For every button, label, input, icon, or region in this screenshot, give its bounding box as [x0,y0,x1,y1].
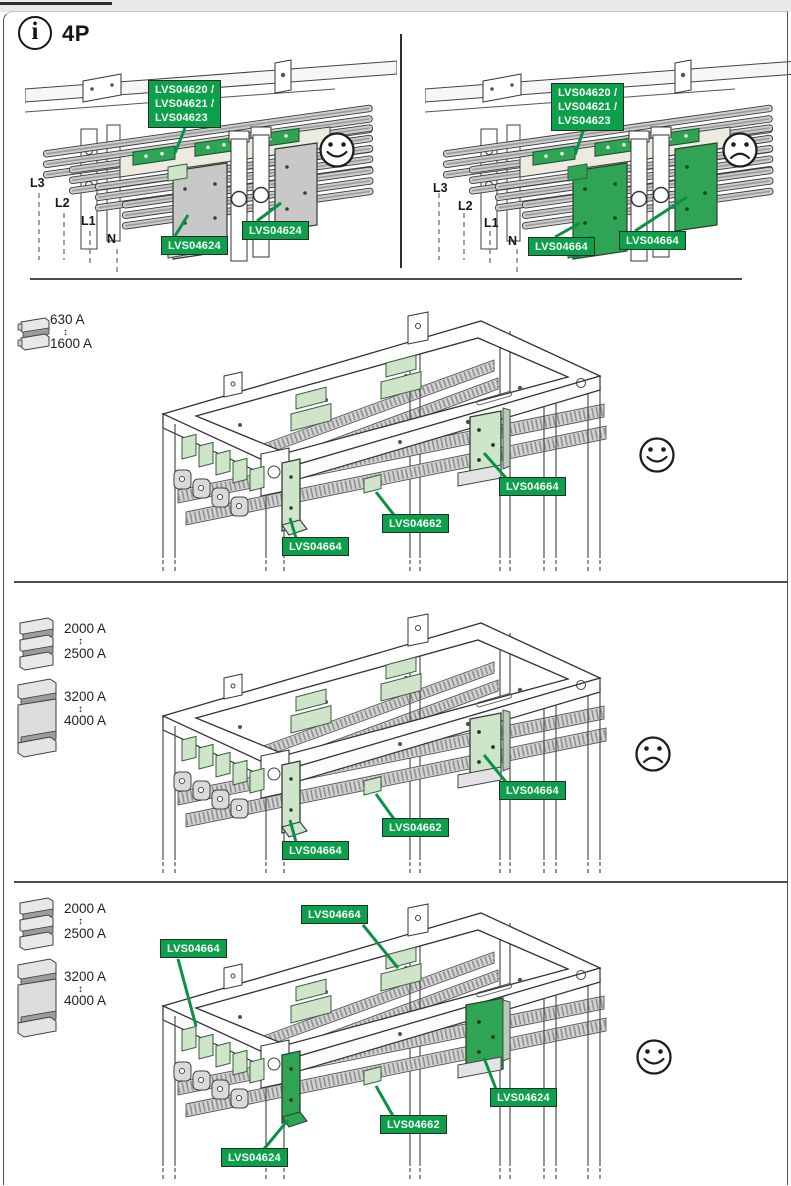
busbar-profile-icon [16,310,54,365]
callout-lvs04662-middle: LVS04662 [382,818,449,838]
range-arrow-icon: ↕ [63,327,68,338]
callout-line: LVS04621 / [155,97,215,110]
page-title: 4P [62,21,90,46]
range-arrow-icon: ↕ [78,984,83,995]
callout-support-group-left: LVS04620 / LVS04621 / LVS04623 [148,80,222,128]
phase-label-l1: L1 [484,216,499,230]
smiley-face-icon [633,1036,675,1083]
phase-label-l1: L1 [81,214,96,228]
section-divider [14,881,787,883]
callout-lvs04624-right: LVS04624 [490,1088,557,1108]
callout-lvs04664-left: LVS04664 [282,841,349,861]
callout-line: LVS04620 / [155,83,215,96]
busbar-closeup-diagram-incorrect [424,55,791,298]
callout-lvs04662-middle: LVS04662 [380,1115,447,1135]
callout-lvs04664-right: LVS04664 [499,781,566,801]
rating-min: 3200 A [64,689,107,704]
callout-support-group-right: LVS04620 / LVS04621 / LVS04623 [551,83,625,131]
page-top-mark [0,2,112,5]
callout-line: LVS04621 / [558,100,618,113]
phase-label-l2: L2 [458,199,473,213]
callout-lvs04664-right-2: LVS04664 [619,231,686,251]
callout-lvs04664-right: LVS04664 [499,477,566,497]
info-icon: i [18,16,52,50]
rating-max: 2500 A [64,646,107,661]
smiley-face-icon [636,434,678,481]
column-divider [400,34,402,268]
callout-lvs04664-top: LVS04664 [301,905,368,925]
callout-lvs04624-left-2: LVS04624 [242,221,309,241]
rating-min: 630 A [50,312,85,327]
phase-label-l3: L3 [30,176,45,190]
range-arrow-icon: ↕ [78,704,83,715]
callout-line: LVS04620 / [558,86,618,99]
callout-lvs04664-left: LVS04664 [160,939,227,959]
rating-max: 4000 A [64,713,107,728]
rating-min: 2000 A [64,901,107,916]
info-icon-letter: i [31,17,39,45]
smiley-face-icon [316,129,358,176]
rating-max: 4000 A [64,993,107,1008]
busbar-profile-icon [13,955,63,1046]
busbar-profile-icon [15,613,59,680]
callout-line: LVS04623 [558,115,611,128]
callout-lvs04664-right-1: LVS04664 [528,237,595,257]
busbar-profile-icon [13,675,63,766]
phase-label-l2: L2 [55,196,70,210]
callout-lvs04624-left-1: LVS04624 [161,236,228,256]
section-divider [30,278,742,280]
page-top-strip [0,0,791,12]
frowny-face-icon [719,129,761,176]
range-arrow-icon: ↕ [78,916,83,927]
phase-label-n: N [508,234,518,248]
frowny-face-icon [632,733,674,780]
range-arrow-icon: ↕ [78,636,83,647]
callout-lvs04624-bottom: LVS04624 [221,1148,288,1168]
busbar-profile-icon [15,893,59,960]
busbar-closeup-diagram-correct [24,55,398,298]
frame-diagram-2000-4000-incorrect [148,598,618,883]
callout-lvs04664-left: LVS04664 [282,537,349,557]
rating-max: 1600 A [50,336,93,351]
callout-lvs04662-middle: LVS04662 [382,514,449,534]
rating-min: 3200 A [64,969,107,984]
rating-min: 2000 A [64,621,107,636]
phase-label-n: N [107,232,117,246]
callout-line: LVS04623 [155,112,208,125]
frame-diagram-630-1600-correct [148,296,618,581]
phase-label-l3: L3 [433,181,448,195]
frame-diagram-2000-4000-correct [148,888,618,1186]
section-divider [14,581,787,584]
rating-max: 2500 A [64,926,107,941]
